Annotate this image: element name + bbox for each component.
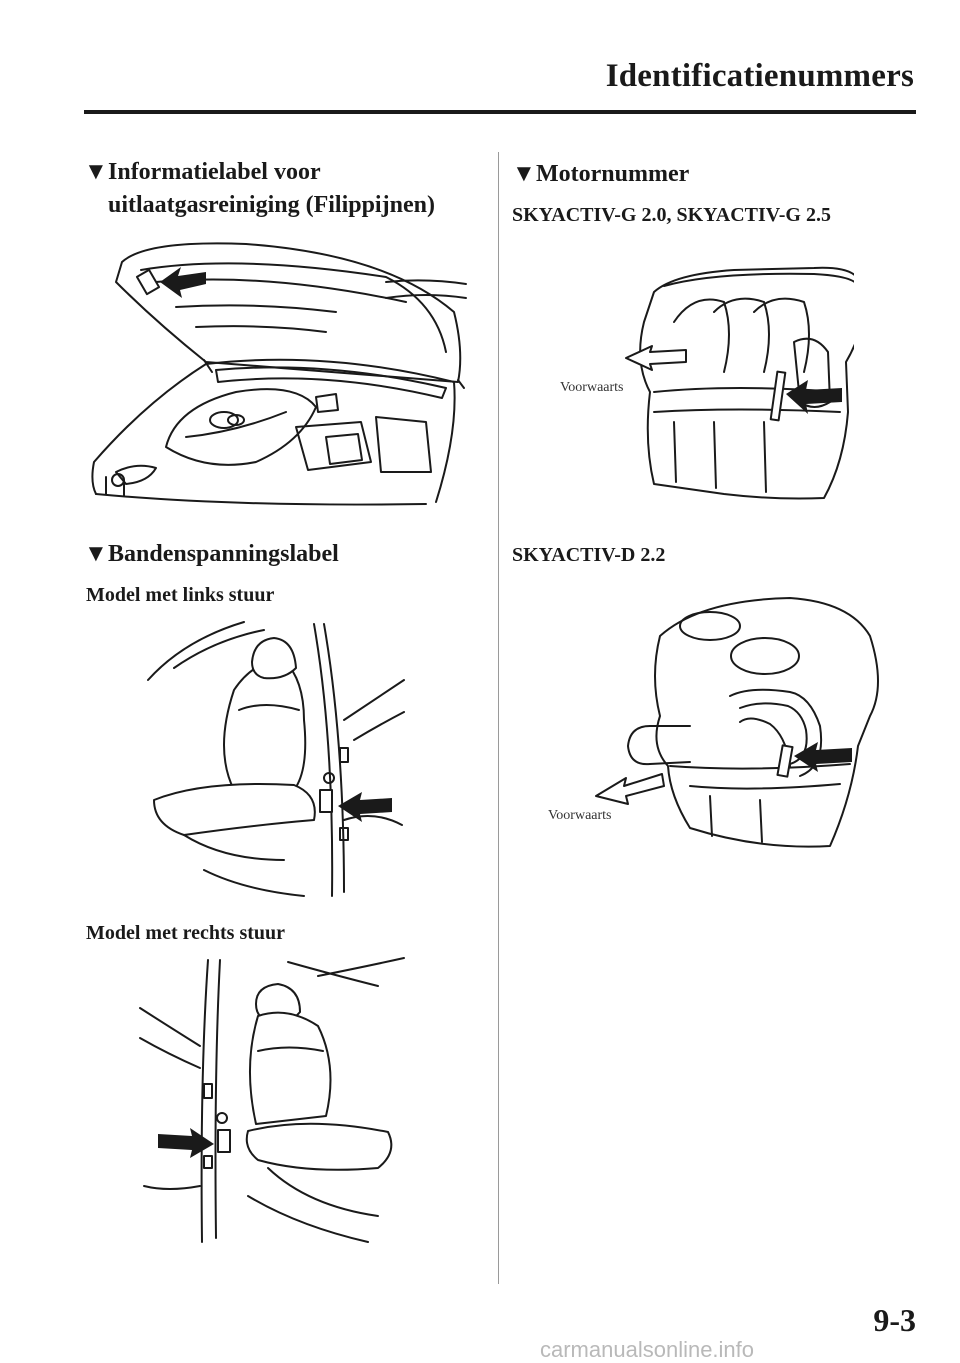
driver-seat-rhd-illustration xyxy=(139,957,405,1243)
watermark: carmanualsonline.info xyxy=(540,1337,755,1362)
diesel-forward-label: Voorwaarts xyxy=(548,808,612,823)
driver-seat-lhd-illustration xyxy=(147,621,405,897)
petrol-engine-caption: SKYACTIV-G 2.0, SKYACTIV-G 2.5 xyxy=(512,204,831,226)
engine-number-heading: ▼Motornummer xyxy=(512,158,689,191)
tire-label-heading: ▼Bandenspanningslabel xyxy=(84,538,339,571)
engine-bay-open-hood-illustration xyxy=(91,242,467,506)
section-marker-icon: ▼ xyxy=(84,541,108,567)
petrol-engine-illustration xyxy=(625,266,854,500)
tire-label-title: Bandenspanningslabel xyxy=(108,541,339,567)
page-header-title: Identificatienummers xyxy=(605,58,914,94)
section-marker-icon: ▼ xyxy=(512,161,536,187)
page-number: 9-3 xyxy=(873,1302,916,1338)
lhd-caption: Model met links stuur xyxy=(86,584,275,606)
engine-number-title: Motornummer xyxy=(536,161,690,187)
emission-label-title-line1: Informatielabel voor xyxy=(108,159,321,185)
rhd-caption: Model met rechts stuur xyxy=(86,922,286,944)
emission-label-title-line2: uitlaatgasreiniging (Filippijnen) xyxy=(108,192,435,218)
section-marker-icon: ▼ xyxy=(84,159,108,185)
diesel-engine-illustration xyxy=(595,597,879,848)
column-divider xyxy=(498,152,499,1284)
emission-label-heading: ▼Informatielabel voor uitlaatgasreinigin… xyxy=(84,156,435,222)
header-divider xyxy=(84,110,916,114)
petrol-forward-label: Voorwaarts xyxy=(560,380,624,395)
diesel-engine-caption: SKYACTIV-D 2.2 xyxy=(512,544,666,566)
